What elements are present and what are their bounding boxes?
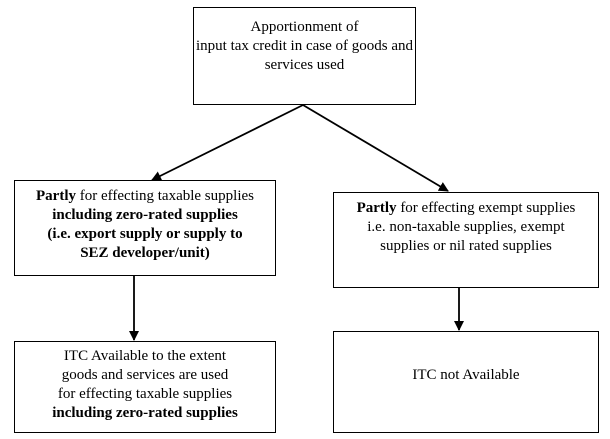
arrow-root-to-left bbox=[151, 104, 304, 181]
left-branch-line-3: (i.e. export supply or supply to bbox=[47, 226, 243, 242]
right-branch-line-1-rest: for effecting exempt supplies bbox=[396, 200, 576, 216]
left-branch-box: Partly for effecting taxable supplies in… bbox=[14, 180, 276, 276]
root-line-1: Apportionment of bbox=[250, 19, 359, 35]
left-branch-line-4: SEZ developer/unit) bbox=[80, 245, 210, 261]
right-branch-line-1: Partly for effecting exempt supplies bbox=[357, 199, 576, 218]
left-branch-line-1: Partly for effecting taxable supplies bbox=[36, 187, 254, 206]
right-branch-box: Partly for effecting exempt supplies i.e… bbox=[333, 192, 599, 288]
left-result-line-1: ITC Available to the extent bbox=[63, 348, 227, 364]
left-branch-line-1-rest: for effecting taxable supplies bbox=[75, 188, 254, 204]
left-result-box: ITC Available to the extent goods and se… bbox=[14, 341, 276, 433]
arrow-root-to-right bbox=[302, 104, 449, 192]
root-line-2: input tax credit in case of goods and bbox=[195, 38, 414, 54]
left-result-line-2: goods and services are used bbox=[61, 367, 229, 383]
left-result-line-4: including zero-rated supplies bbox=[52, 405, 238, 421]
right-branch-partly-label: Partly bbox=[356, 200, 397, 216]
root-node-box: Apportionment of input tax credit in cas… bbox=[193, 7, 416, 105]
left-result-line-3: for effecting taxable supplies bbox=[57, 386, 233, 402]
left-branch-partly-label: Partly bbox=[36, 188, 76, 204]
root-line-3: services used bbox=[264, 57, 345, 73]
left-branch-line-2: including zero-rated supplies bbox=[52, 207, 238, 223]
right-branch-line-2: i.e. non-taxable supplies, exempt bbox=[367, 219, 565, 235]
right-branch-line-3: supplies or nil rated supplies bbox=[380, 238, 552, 254]
right-result-line-1: ITC not Available bbox=[412, 367, 520, 383]
right-result-box: ITC not Available bbox=[333, 331, 599, 433]
